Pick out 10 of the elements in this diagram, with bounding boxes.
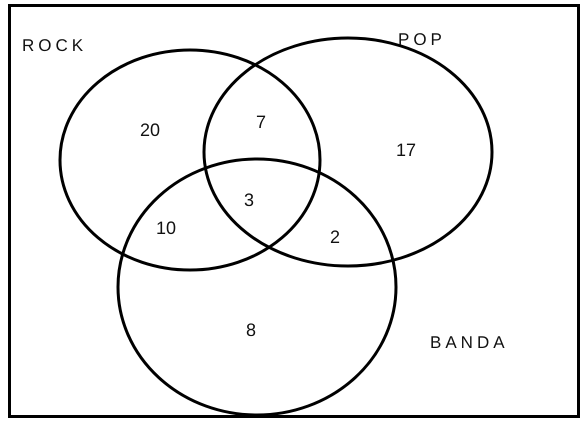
region-count: 20 [140,120,160,140]
region-count: 3 [244,190,254,210]
region-count: 7 [256,112,266,132]
region-count: 10 [156,218,176,238]
region-count: 17 [396,140,416,160]
set-label: BANDA [430,333,509,353]
region-count: 8 [246,320,256,340]
region-count: 2 [330,227,340,247]
set-label: POP [398,30,446,50]
set-label: ROCK [22,36,88,56]
